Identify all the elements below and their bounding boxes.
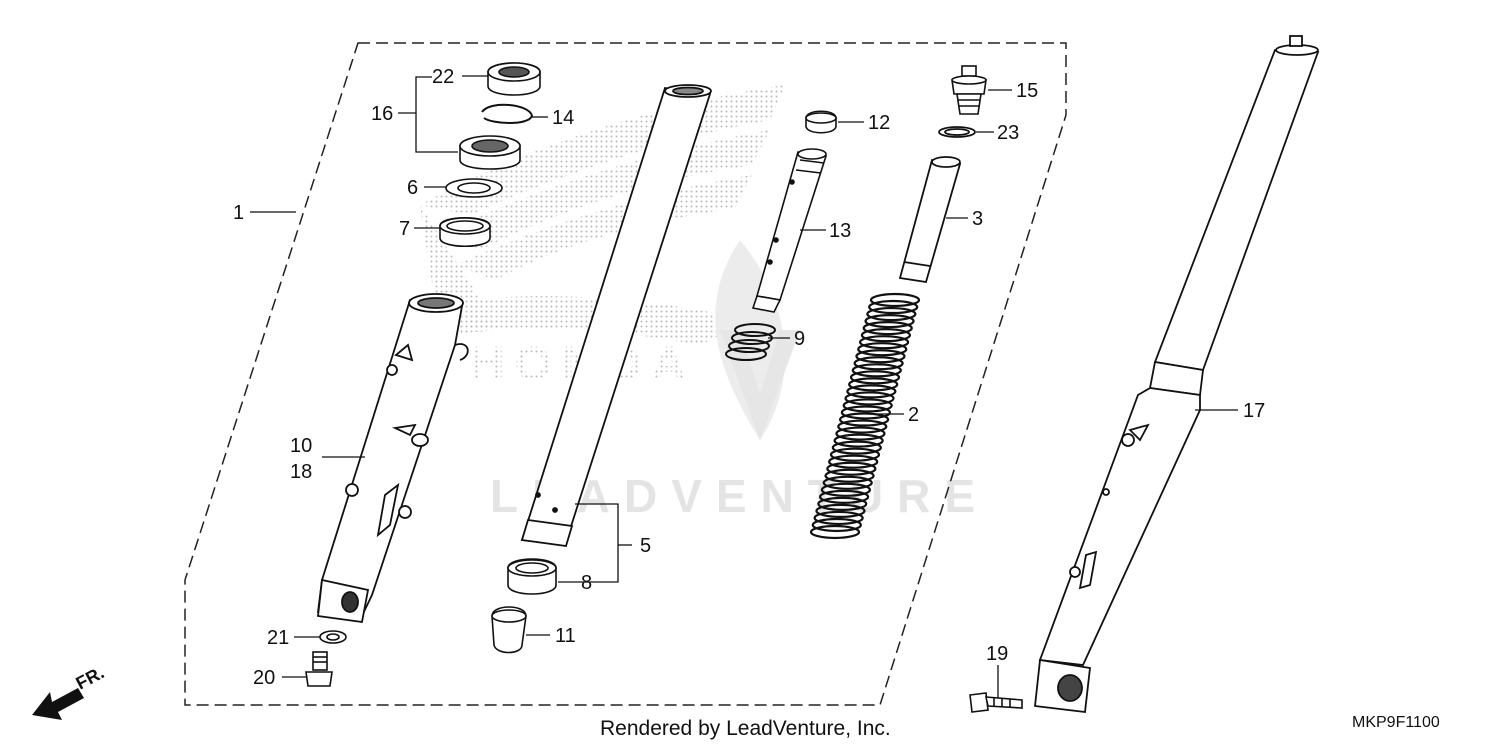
fork-bolt-15 [951,65,987,115]
callout-19: 19 [986,643,1008,665]
spring-coil [833,433,884,448]
callout-17: 17 [1243,400,1265,422]
callout-20: 20 [253,667,275,689]
spring-coil [818,489,870,504]
sealing-washer-21 [319,630,347,644]
spring-coil [824,468,875,483]
callout-14: 14 [552,107,574,129]
callout-21: 21 [267,627,289,649]
callout-18: 18 [290,461,312,483]
fork-spring-2 [809,292,921,540]
spring-coil [862,321,913,336]
callout-labels: 22 16 14 6 7 1 10 18 21 20 12 13 9 15 23… [233,66,1265,689]
callout-7: 7 [399,218,410,240]
spring-coil [866,306,917,322]
callout-1: 1 [233,202,244,224]
spring-coil [838,412,890,427]
piston-ring-12 [805,110,837,134]
spring-coil [844,391,895,406]
spring-coil [855,349,906,364]
spring-coil [811,517,862,533]
spring-coil [869,292,921,308]
fork-bottom-case [317,293,469,624]
spring-coil [822,475,873,490]
spring-coil [868,299,919,315]
callout-6: 6 [407,177,418,199]
spring-coil [851,363,902,378]
spring-coil [837,419,888,434]
spring-coil [846,384,897,399]
callout-3: 3 [972,208,983,230]
o-ring-23 [938,126,976,138]
callout-9: 9 [794,328,805,350]
rendered-by-credit: Rendered by LeadVenture, Inc. [600,717,891,740]
spring-coil [840,405,892,420]
spring-coil [860,328,912,343]
spring-coil [848,377,899,392]
leader-lines [250,75,1238,698]
washer-6 [445,178,503,198]
fork-piston-13 [751,148,828,313]
spring-coil [829,447,881,462]
spring-coil [849,370,901,385]
spring-collar-3 [898,156,962,284]
spring-coil [857,342,908,357]
spring-coil [817,496,868,511]
spring-coil [853,356,904,371]
assembly-boundary [184,42,1067,706]
spring-coil [809,524,861,540]
spring-coil [864,313,915,329]
oil-lock-piece-11 [491,606,527,654]
bolt-19 [969,692,1023,713]
diagram-code: MKP9F1100 [1352,714,1440,731]
callout-23: 23 [997,122,1019,144]
stopper-clip-14 [481,103,534,124]
callout-10: 10 [290,435,312,457]
callout-12: 12 [868,112,890,134]
dust-seal-22 [487,62,541,96]
oil-seal-16 [459,135,521,170]
callout-11: 11 [555,625,576,647]
front-direction-arrow: FR. [32,662,107,720]
spring-coil [858,335,910,350]
spring-coil [826,461,877,476]
socket-bolt-20 [305,651,333,687]
callout-13: 13 [829,220,851,242]
spring-coil [835,426,886,441]
spring-coil [828,454,879,469]
spring-coil [831,440,882,455]
fork-pipe-5 [520,84,712,547]
spring-coil [815,503,866,519]
spring-coil [842,398,893,413]
callout-15: 15 [1016,80,1038,102]
fork-assembly-17 [1034,35,1320,714]
callout-8: 8 [581,572,592,594]
callout-16: 16 [371,103,393,125]
callout-5: 5 [640,535,651,557]
callout-22: 22 [432,66,454,88]
spring-coil [813,510,864,526]
callout-2: 2 [908,404,919,426]
guide-bushing-8 [507,558,557,595]
spring-coil [820,482,872,497]
slider-bushing-7 [439,217,491,247]
